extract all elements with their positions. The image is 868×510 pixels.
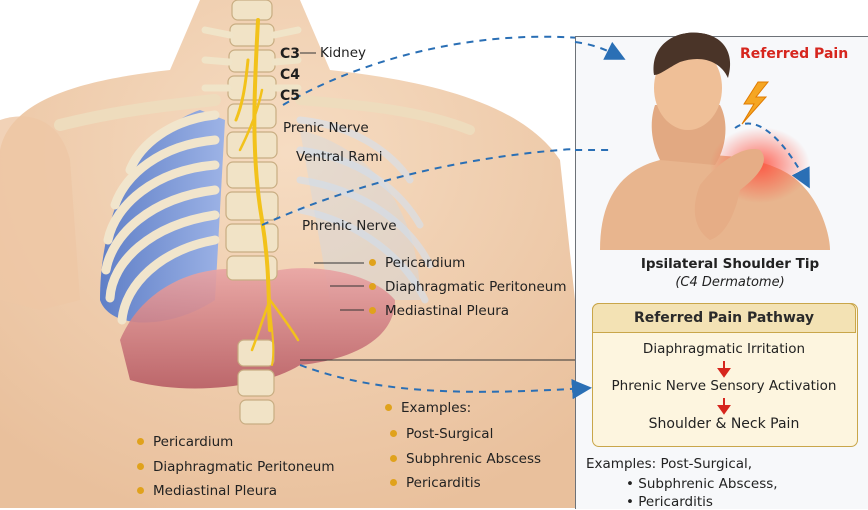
bullet-icon xyxy=(369,259,376,266)
referred-pain-label: Referred Pain xyxy=(740,46,848,62)
example-item: Pericarditis xyxy=(390,475,481,491)
source-item: Diaphragmatic Peritoneum xyxy=(369,279,567,295)
source-item: Mediastinal Pleura xyxy=(369,303,509,319)
pathway-title: Referred Pain Pathway xyxy=(592,310,856,326)
bullet-icon xyxy=(369,283,376,290)
bullet-icon xyxy=(385,404,392,411)
pathway-step: Diaphragmatic Irritation xyxy=(592,341,856,357)
source-item: Diaphragmatic Peritoneum xyxy=(137,459,335,475)
pathway-step: Phrenic Nerve Sensory Activation xyxy=(592,378,856,394)
bullet-icon xyxy=(137,438,144,445)
c5-label: C5 xyxy=(280,88,300,104)
examples-heading: Examples: xyxy=(385,400,471,416)
shoulder-title: Ipsilateral Shoulder Tip xyxy=(592,256,868,272)
kidney-label: Kidney xyxy=(320,45,366,61)
ventral-rami-label: Ventral Rami xyxy=(296,149,382,165)
c3-label: C3 xyxy=(280,46,300,62)
example-item: Subphrenic Abscess xyxy=(390,451,541,467)
phrenic-nerve-label: Phrenic Nerve xyxy=(302,218,397,234)
bullet-icon xyxy=(390,455,397,462)
prenic-nerve-label: Prenic Nerve xyxy=(283,120,369,136)
pathway-step: Shoulder & Neck Pain xyxy=(592,416,856,432)
panel-examples-line: Examples: Post-Surgical, xyxy=(586,456,752,472)
c4-label: C4 xyxy=(280,67,300,83)
panel-example-item: • Subphrenic Abscess, xyxy=(626,476,778,492)
bullet-icon xyxy=(390,479,397,486)
source-item: Mediastinal Pleura xyxy=(137,483,277,499)
shoulder-subtitle: (C4 Dermatome) xyxy=(592,275,868,290)
example-item: Post-Surgical xyxy=(390,426,493,442)
source-item: Pericardium xyxy=(137,434,233,450)
source-item: Pericardium xyxy=(369,255,465,271)
bullet-icon xyxy=(369,307,376,314)
bullet-icon xyxy=(390,430,397,437)
bullet-icon xyxy=(137,463,144,470)
bullet-icon xyxy=(137,487,144,494)
